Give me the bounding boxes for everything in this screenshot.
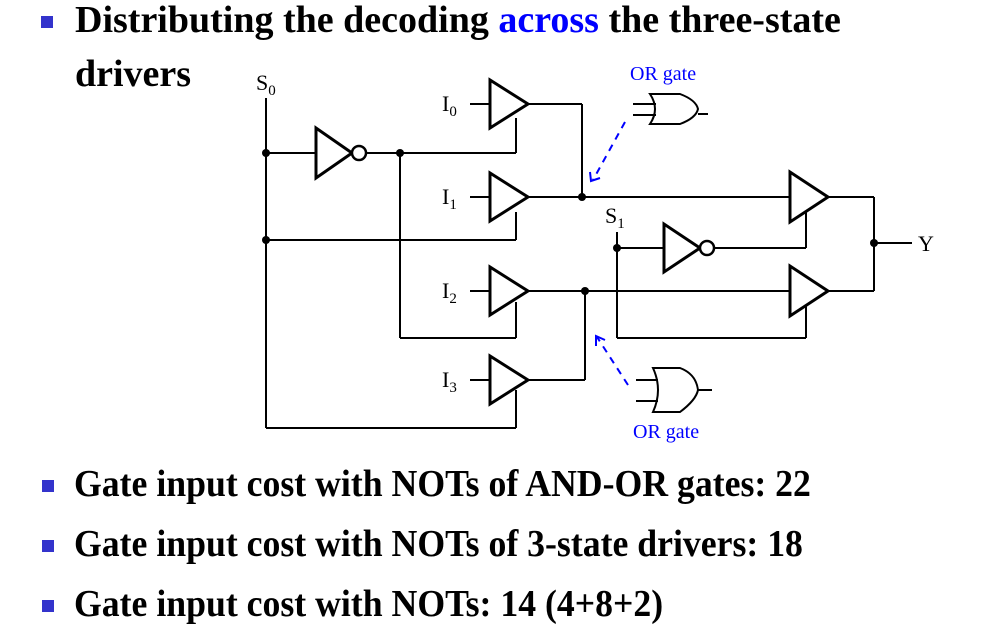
s1-label: S1	[605, 203, 625, 232]
title-highlight: across	[498, 0, 599, 41]
driver-i2	[470, 264, 790, 380]
driver-i1	[470, 170, 790, 224]
bullet-1-marker	[42, 480, 54, 492]
i1-label: I1	[442, 184, 457, 213]
title-text-2: the three-state	[598, 0, 841, 41]
driver-i0	[470, 77, 583, 197]
bullet-2-marker	[42, 540, 54, 552]
circuit-diagram: S0 S1 I0 I1 I2 I3 Y OR gate OR gate	[256, 63, 934, 443]
driver-i3	[470, 353, 585, 407]
driver-out-bottom	[788, 263, 831, 319]
or-gate-icon-bottom	[636, 367, 712, 413]
driver-out-top	[788, 169, 831, 225]
arrow-bottom	[596, 336, 629, 386]
slide-title: Distributing the decoding across the thr…	[75, 0, 841, 42]
i2-label: I2	[442, 278, 457, 307]
s0-label: S0	[256, 70, 276, 99]
output-y-label: Y	[918, 231, 934, 256]
or-gate-annotation-bottom: OR gate	[633, 421, 699, 443]
not-gate-s0	[314, 125, 355, 181]
or-gate-annotation-top: OR gate	[630, 63, 696, 85]
title-bullet	[41, 16, 53, 28]
bullet-3-marker	[42, 600, 54, 612]
slide-title-line2: drivers	[75, 53, 192, 95]
arrow-top	[592, 121, 626, 181]
i3-label: I3	[442, 367, 457, 396]
or-gate-icon-top	[633, 93, 708, 125]
title-text-1: Distributing the decoding	[75, 0, 499, 41]
cost-and-or: Gate input cost with NOTs of AND-OR gate…	[74, 463, 811, 505]
i0-label: I0	[442, 91, 457, 120]
cost-3-state: Gate input cost with NOTs of 3-state dri…	[74, 523, 803, 565]
cost-total: Gate input cost with NOTs: 14 (4+8+2)	[74, 583, 664, 625]
not-gate-s1	[662, 221, 703, 275]
